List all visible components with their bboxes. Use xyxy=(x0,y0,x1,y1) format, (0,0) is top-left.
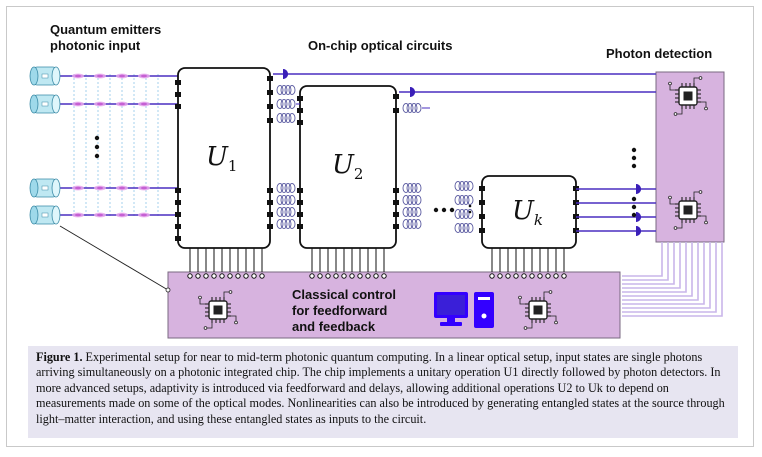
control-label-line1: Classical control xyxy=(292,287,397,302)
uk-label: Uk xyxy=(512,196,544,230)
caption-text: Experimental setup for near to mid-term … xyxy=(36,350,725,426)
ellipsis-vertical-right xyxy=(631,147,637,218)
unitary-u1-block xyxy=(175,67,273,249)
unitary-u2-block xyxy=(297,85,399,249)
emitter-icon xyxy=(29,66,61,225)
setup-diagram xyxy=(29,66,725,339)
detection-label: Photon detection xyxy=(606,46,713,61)
u1-label: U1 xyxy=(206,142,238,176)
control-label-line2: for feedforward xyxy=(292,303,388,318)
feedback-lines xyxy=(622,242,723,317)
emitters-label-line1: Quantum emitters xyxy=(50,22,162,37)
figure-number: Figure 1. xyxy=(36,350,83,364)
u2-label: U2 xyxy=(332,150,364,184)
caption-background xyxy=(28,346,738,438)
onchip-label: On-chip optical circuits xyxy=(308,38,453,53)
ellipsis-vertical-left xyxy=(94,135,100,159)
unitary-uk-block xyxy=(479,175,579,249)
ellipsis-horizontal xyxy=(433,204,472,214)
computer-icon xyxy=(434,292,494,328)
emitters-label-line2: photonic input xyxy=(50,38,141,53)
emitters-label: Quantum emitters photonic input xyxy=(50,22,161,54)
figure-caption: Figure 1. Experimental setup for near to… xyxy=(36,350,732,427)
photon-pulses xyxy=(72,73,150,218)
control-label-line3: and feedback xyxy=(292,319,376,334)
